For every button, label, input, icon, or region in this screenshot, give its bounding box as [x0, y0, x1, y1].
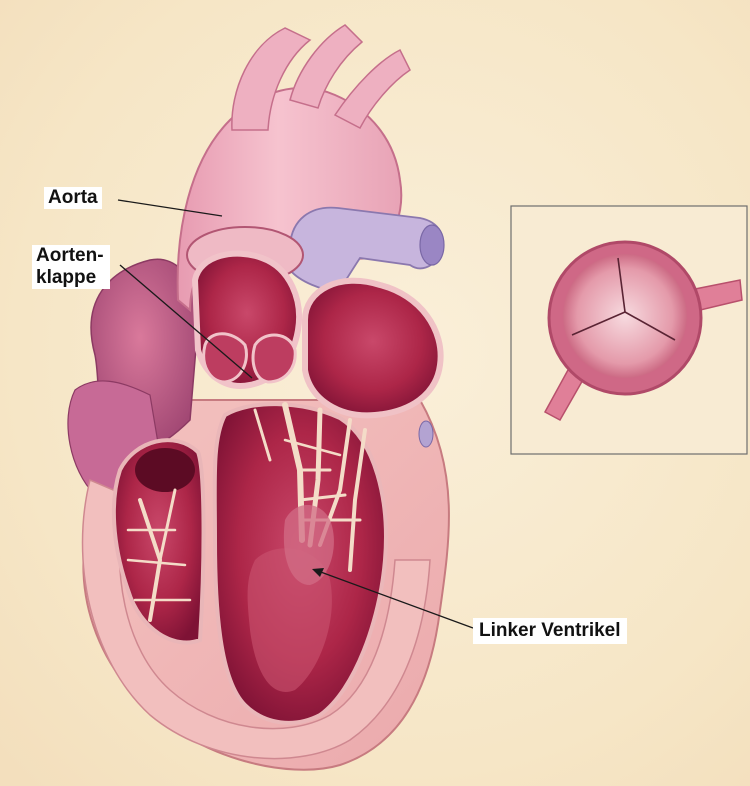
pulmonary-vein-opening — [419, 421, 433, 447]
right-ventricle-dark-opening — [135, 448, 195, 492]
aortic-valve-cusp-left — [204, 334, 247, 382]
label-aorta: Aorta — [44, 187, 102, 209]
label-left-ventricle: Linker Ventrikel — [473, 618, 627, 644]
pulmonary-artery-opening — [420, 225, 444, 265]
inset-valve-leaflets — [563, 254, 687, 378]
aortic-valve-inset — [511, 206, 747, 454]
label-aortic-valve: Aorten- klappe — [32, 245, 110, 289]
label-aortic-valve-line2: klappe — [36, 267, 104, 289]
label-aortic-valve-line1: Aorten- — [36, 245, 104, 267]
